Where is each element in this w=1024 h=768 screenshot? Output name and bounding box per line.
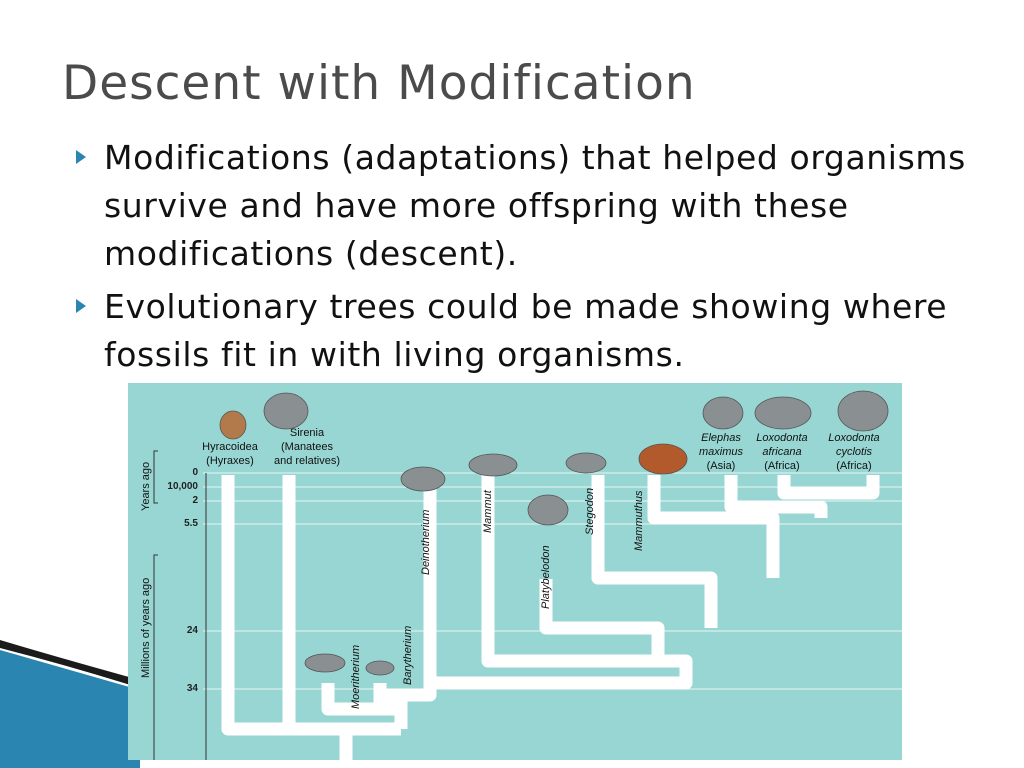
taxon-label-barytherium: Barytherium [402,625,414,685]
taxon-label-platybelodon: Platybelodon [540,545,552,609]
bullet-arrow-icon [76,299,86,313]
bullet-text: Evolutionary trees could be made showing… [104,287,948,374]
bullet-arrow-icon [76,150,86,164]
bullet-text: Modifications (adaptations) that helped … [104,138,966,273]
taxon-label-mammut: Mammut [482,490,494,533]
taxon-label-moeritherium: Moeritherium [350,644,362,709]
slide-title: Descent with Modification [62,56,696,111]
taxon-label-sirenia: Sirenia (Manatees and relatives) [273,427,341,467]
tick-label: 0 [192,467,198,478]
taxon-label-mammuthus: Mammuthus [633,490,645,551]
taxon-label-elephas-maximus: Elephas maximus (Asia) [698,432,743,472]
taxon-label-hyracoidea: Hyracoidea (Hyraxes) [202,441,258,467]
taxon-label-loxodonta-cyclotis: Loxodonta cyclotis (Africa) [828,432,880,472]
tick-label: 5.5 [184,518,198,529]
bullet-item: Evolutionary trees could be made showing… [74,283,974,379]
phylogenetic-tree-graphic [153,390,902,760]
tick-label: 2 [192,495,198,506]
tick-label: 10,000 [167,481,198,492]
tick-label: 34 [186,683,198,694]
elephant-evolution-tree: Years ago Millions of years ago 0 10,000… [128,383,902,760]
bullet-list: Modifications (adaptations) that helped … [74,134,974,384]
bullet-item: Modifications (adaptations) that helped … [74,134,974,278]
years-axis-title: Years ago [140,461,152,511]
tick-label: 24 [186,625,198,636]
taxon-label-loxodonta-africana: Loxodonta africana (Africa) [756,432,808,472]
millions-axis-title: Millions of years ago [140,577,152,678]
decorative-wave [0,640,140,768]
taxon-label-stegodon: Stegodon [584,487,596,535]
taxon-label-deinotherium: Deinotherium [420,509,432,575]
